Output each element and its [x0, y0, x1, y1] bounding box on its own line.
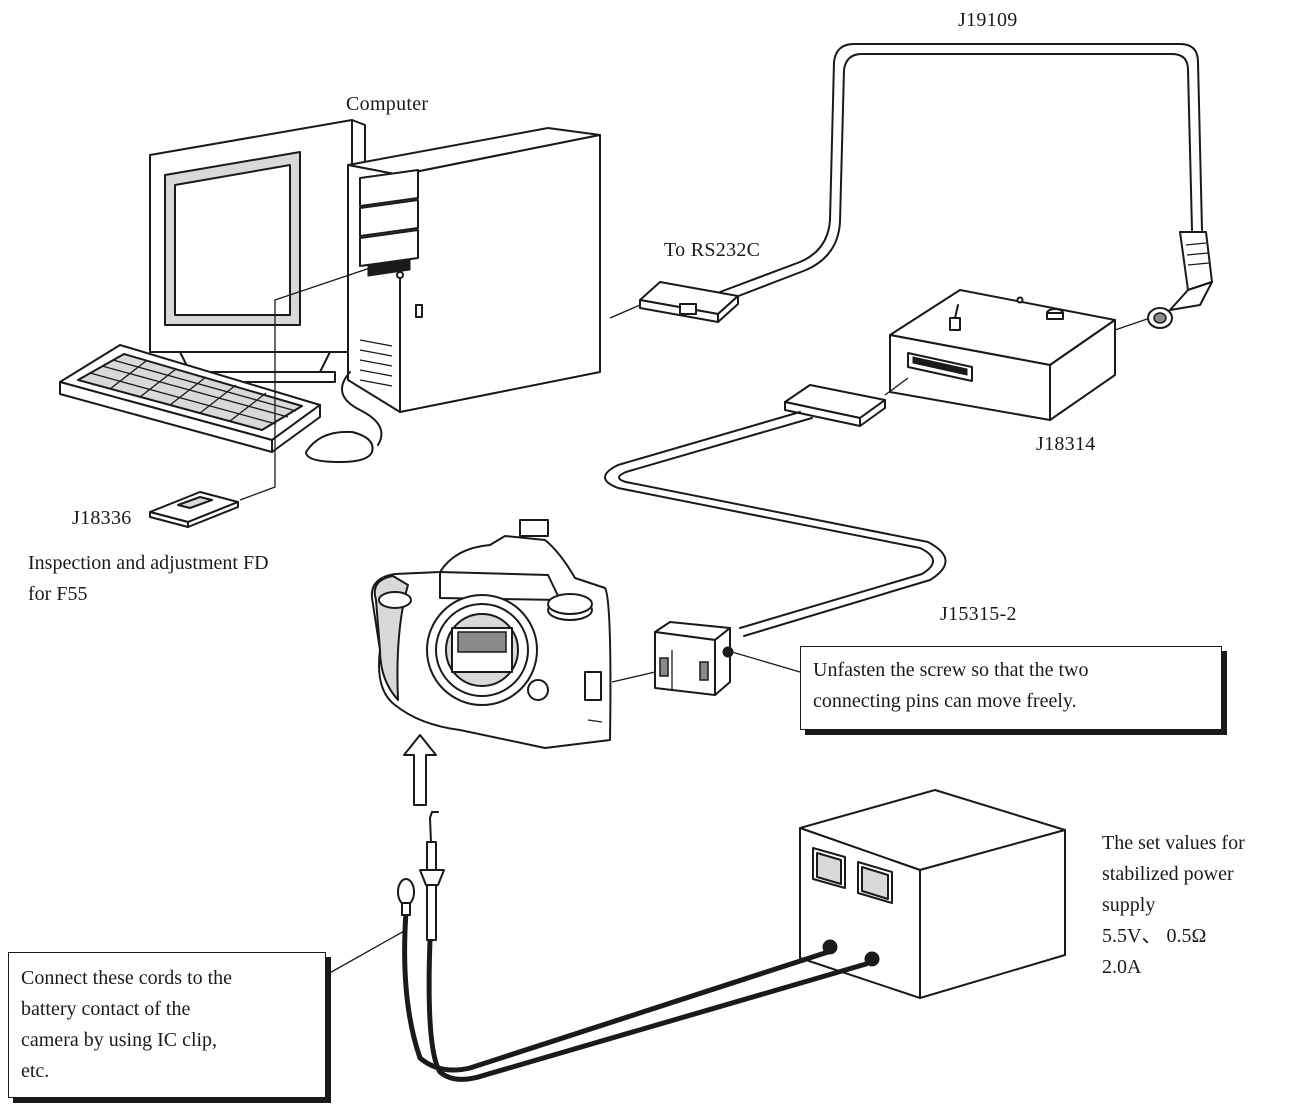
camera-body-icon [370, 519, 612, 749]
floppy-disk-icon [149, 491, 239, 528]
right-angle-connector-icon [1147, 231, 1213, 329]
power-supply-icon [799, 789, 1066, 999]
fd-caption: Inspection and adjustment FD for F55 [28, 552, 269, 605]
power-supply-note: The set values for stabilized power supp… [1102, 828, 1245, 983]
test-leads-icon [397, 811, 869, 1082]
serial-cable-j19109 [719, 43, 1203, 301]
computer-tower-icon [347, 127, 601, 413]
screw-callout: Unfasten the screw so that the two conne… [800, 646, 1222, 730]
mouse-icon [305, 371, 383, 463]
rs232c-label: To RS232C [664, 239, 761, 261]
ribbon-cable [604, 377, 947, 637]
computer-label: Computer [346, 93, 429, 115]
adapter-j15315-label: J15315-2 [940, 603, 1017, 625]
power-voltage: 5.5V、 0.5Ω [1102, 925, 1207, 947]
adapter-j15315-icon [654, 621, 734, 696]
fd-j18336-label: J18336 [72, 507, 132, 529]
cords-callout: Connect these cords to the battery conta… [8, 952, 326, 1098]
keyboard-icon [59, 344, 321, 453]
screw-leader-line [731, 651, 801, 673]
fd-leader-line [239, 267, 371, 501]
up-arrow-icon [403, 734, 437, 806]
interface-j18314-label: J18314 [1036, 433, 1096, 455]
monitor-icon [149, 119, 366, 383]
interface-box-j18314-icon [889, 289, 1116, 421]
cords-leader-line [325, 929, 407, 976]
power-current: 2.0A [1102, 956, 1142, 978]
rs232c-connector-icon [639, 281, 739, 323]
cable-j19109-label: J19109 [958, 9, 1018, 31]
